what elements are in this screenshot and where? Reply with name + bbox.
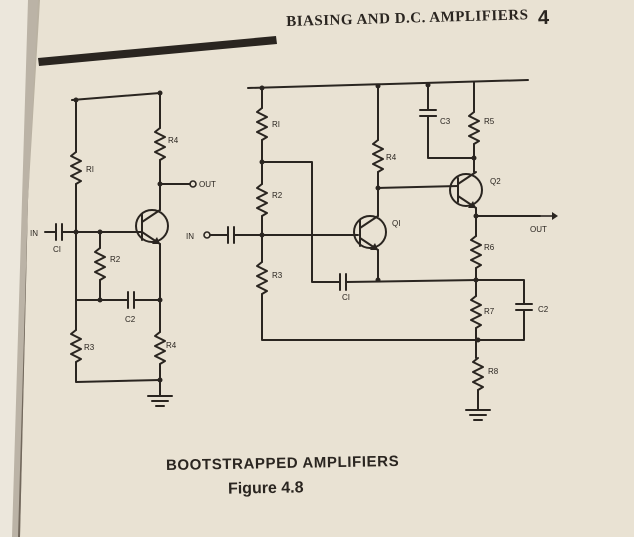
right-r5-resistor xyxy=(468,111,480,145)
right-input-terminal xyxy=(203,231,211,239)
right-q2-label: Q2 xyxy=(490,177,501,186)
right-output-label: OUT xyxy=(530,225,547,234)
right-r1-resistor xyxy=(256,107,268,141)
right-c2-label: C2 xyxy=(538,305,549,314)
right-r3-label: R3 xyxy=(272,271,283,280)
left-r2-label: R2 xyxy=(110,255,121,264)
right-input-label: IN xyxy=(186,232,194,241)
right-transistor-q2 xyxy=(449,173,483,207)
paper-surface xyxy=(20,0,634,537)
right-output-arrow xyxy=(552,212,558,220)
right-r7-resistor xyxy=(470,295,482,329)
right-r8-label: R8 xyxy=(488,367,499,376)
left-input-label: IN xyxy=(30,229,38,238)
left-r1-resistor xyxy=(70,151,82,185)
right-c1-label: CI xyxy=(342,293,350,302)
right-q2-emitter-arrow xyxy=(468,201,476,208)
right-r6-label: R6 xyxy=(484,243,495,252)
right-r4-resistor xyxy=(372,139,384,173)
right-r4-label: R4 xyxy=(386,153,397,162)
left-r3-resistor xyxy=(70,329,82,363)
left-ground-symbol xyxy=(147,395,173,407)
header-rule xyxy=(38,36,277,66)
left-c1-label: CI xyxy=(53,245,61,254)
right-r2-label: R2 xyxy=(272,191,283,200)
left-output-terminal xyxy=(189,180,197,188)
left-r4-top-resistor xyxy=(154,127,166,161)
right-c3-label: C3 xyxy=(440,117,451,126)
right-r7-label: R7 xyxy=(484,307,495,316)
right-r5-label: R5 xyxy=(484,117,495,126)
left-r4-bottom-resistor xyxy=(154,331,166,365)
left-r1-label: RI xyxy=(86,165,94,174)
right-r3-resistor xyxy=(256,261,268,295)
right-r1-label: RI xyxy=(272,120,280,129)
left-r2-resistor xyxy=(94,247,106,281)
left-r3-label: R3 xyxy=(84,343,95,352)
left-r4-top-label: R4 xyxy=(168,136,179,145)
right-r8-resistor xyxy=(472,357,484,391)
left-emitter-arrow xyxy=(152,237,160,244)
left-transistor xyxy=(135,209,169,243)
left-r4-bottom-label: R4 xyxy=(166,341,177,350)
left-c2-label: C2 xyxy=(125,315,136,324)
left-top-rail xyxy=(71,92,161,101)
right-q1-label: QI xyxy=(392,219,400,228)
right-r6-resistor xyxy=(470,235,482,269)
left-output-label: OUT xyxy=(199,180,216,189)
right-transistor-q1 xyxy=(353,215,387,249)
right-ground-symbol xyxy=(465,409,491,421)
figure-number: Figure 4.8 xyxy=(227,479,304,498)
right-q1-emitter-arrow xyxy=(370,243,378,250)
right-top-rail xyxy=(247,79,529,89)
right-r2-resistor xyxy=(256,183,268,217)
